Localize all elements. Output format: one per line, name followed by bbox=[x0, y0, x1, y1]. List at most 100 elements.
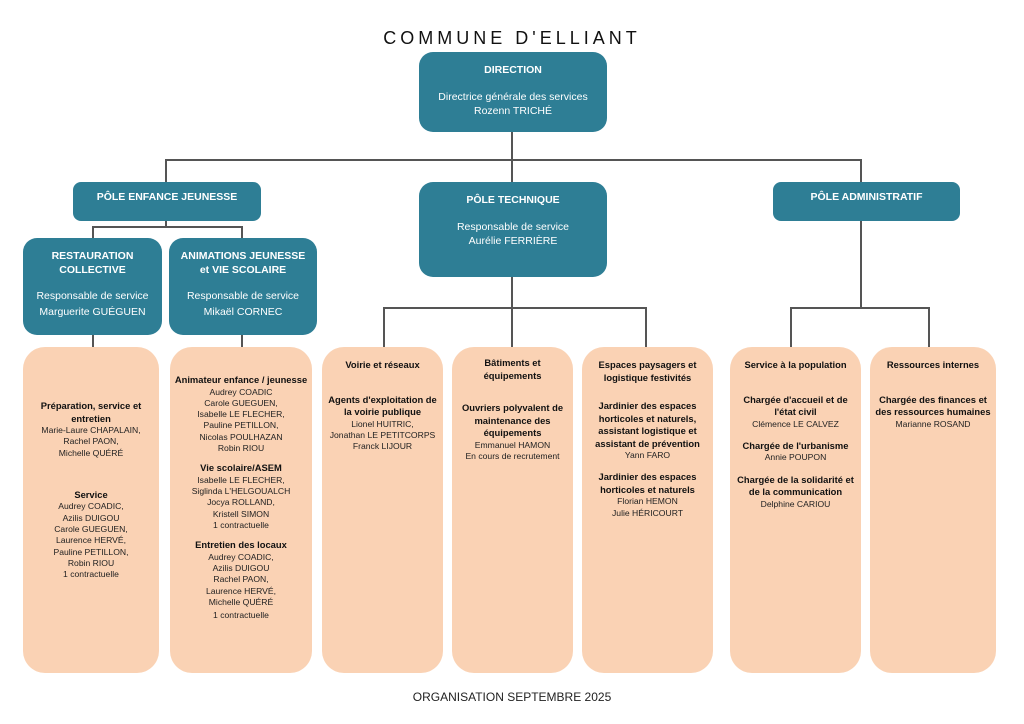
team-role: Chargée des finances et des ressources h… bbox=[875, 393, 991, 418]
team-section: Chargée d'accueil et de l'état civil Clé… bbox=[734, 394, 857, 430]
team-heading: Espaces paysagers et logistique festivit… bbox=[598, 359, 697, 383]
team-batiments: Bâtiments et équipements Ouvriers polyva… bbox=[452, 347, 573, 673]
team-section: Ouvriers polyvalent de maintenance des é… bbox=[456, 402, 569, 462]
member-name: Annie POUPON bbox=[764, 452, 827, 463]
team-section: Préparation, service et entretien Marie-… bbox=[27, 400, 155, 459]
member-name: Azilis DUIGOU bbox=[212, 563, 270, 574]
member-name: Carole GUEGUEN, bbox=[54, 523, 128, 534]
service-manager-name: Mikaël CORNEC bbox=[203, 306, 283, 318]
connector bbox=[241, 334, 243, 347]
direction-box: DIRECTION Directrice générale des servic… bbox=[419, 52, 607, 132]
member-name: Robin RIOU bbox=[67, 557, 115, 568]
member-name: Michelle QUÉRÉ bbox=[58, 447, 124, 458]
team-heading: Ressources internes bbox=[886, 359, 980, 370]
team-heading: Bâtiments et équipements bbox=[483, 357, 542, 381]
team-section: Chargée des finances et des ressources h… bbox=[874, 394, 992, 430]
team-role: Chargée de la solidarité et de la commun… bbox=[737, 473, 854, 498]
pole-manager-name: Aurélie FERRIÈRE bbox=[468, 235, 558, 247]
connector bbox=[511, 276, 513, 307]
team-role: Chargée d'accueil et de l'état civil bbox=[743, 393, 848, 418]
team-section: Jardinier des espaces horticoles et natu… bbox=[586, 400, 709, 461]
member-name: Julie HÉRICOURT bbox=[612, 507, 683, 518]
member-name: Audrey COADIC bbox=[209, 386, 273, 397]
team-role: Service bbox=[74, 488, 108, 500]
member-name: Isabelle LE FLECHER, bbox=[197, 409, 285, 420]
member-name: Clémence LE CALVEZ bbox=[752, 418, 839, 429]
team-section: Agents d'exploitation de la voirie publi… bbox=[326, 394, 439, 453]
team-section: Chargée de l'urbanisme Annie POUPON bbox=[734, 440, 857, 464]
team-role: Jardinier des espaces horticoles et natu… bbox=[595, 400, 700, 449]
member-name: Emmanuel HAMON bbox=[474, 439, 551, 450]
member-name: 1 contractuelle bbox=[213, 519, 269, 530]
service-animations-jeunesse: ANIMATIONS JEUNESSE et VIE SCOLAIRE Resp… bbox=[169, 238, 317, 335]
member-name: Carole GUEGUEN, bbox=[204, 397, 278, 408]
document-footer: ORGANISATION SEPTEMBRE 2025 bbox=[412, 690, 612, 704]
connector bbox=[511, 131, 513, 159]
member-name: Pauline PETILLON, bbox=[203, 420, 279, 431]
member-name: Siglinda L'HELGOUALCH bbox=[191, 486, 291, 497]
connector bbox=[860, 220, 862, 307]
team-role: Préparation, service et entretien bbox=[40, 400, 142, 424]
connector bbox=[92, 226, 94, 238]
connector bbox=[511, 159, 513, 182]
team-section: Jardinier des espaces horticoles et natu… bbox=[586, 471, 709, 519]
team-section: Chargée de la solidarité et de la commun… bbox=[734, 474, 857, 510]
direction-heading: DIRECTION bbox=[484, 64, 542, 76]
team-voirie: Voirie et réseaux Agents d'exploitation … bbox=[322, 347, 443, 673]
connector bbox=[928, 307, 930, 347]
connector bbox=[241, 226, 243, 238]
service-heading: ANIMATIONS JEUNESSE bbox=[180, 250, 306, 262]
service-manager-name: Marguerite GUÉGUEN bbox=[39, 306, 146, 318]
service-heading: COLLECTIVE bbox=[59, 264, 126, 276]
connector bbox=[165, 220, 167, 227]
direction-name: Rozenn TRICHÉ bbox=[473, 105, 552, 117]
service-restauration-collective: RESTAURATION COLLECTIVE Responsable de s… bbox=[23, 238, 162, 335]
member-name: Pauline PETILLON, bbox=[53, 546, 129, 557]
pole-technique: PÔLE TECHNIQUE Responsable de service Au… bbox=[419, 182, 607, 277]
member-name: Laurence HERVÉ, bbox=[55, 535, 127, 546]
team-restauration: Préparation, service et entretien Marie-… bbox=[23, 347, 159, 673]
member-name: Marie-Laure CHAPALAIN, bbox=[41, 425, 141, 435]
team-ressources-internes: Ressources internes Chargée des finances… bbox=[870, 347, 996, 673]
member-name: Delphine CARIOU bbox=[760, 498, 831, 509]
service-role: Responsable de service bbox=[186, 290, 300, 302]
member-name: Lionel HUITRIC, bbox=[351, 418, 414, 429]
member-name: Florian HEMON bbox=[617, 496, 678, 507]
service-heading: RESTAURATION bbox=[51, 250, 134, 262]
pole-role: Responsable de service bbox=[456, 221, 570, 233]
member-name: Jocya ROLLAND, bbox=[207, 497, 275, 508]
member-name: Jonathan LE PETITCORPS bbox=[329, 429, 436, 440]
member-name: Robin RIOU bbox=[217, 442, 265, 453]
team-role: Ouvriers polyvalent de maintenance des é… bbox=[461, 402, 564, 438]
connector bbox=[511, 307, 513, 347]
team-section: Animateur enfance / jeunesse Audrey COAD… bbox=[174, 374, 308, 454]
connector bbox=[92, 226, 242, 228]
team-animations: Animateur enfance / jeunesse Audrey COAD… bbox=[170, 347, 312, 673]
member-name: Franck LIJOUR bbox=[352, 441, 413, 452]
service-role: Responsable de service bbox=[36, 290, 149, 302]
pole-heading: PÔLE ADMINISTRATIF bbox=[810, 191, 923, 203]
member-name: Azilis DUIGOU bbox=[62, 512, 120, 523]
member-name: Rachel PAON, bbox=[213, 574, 269, 585]
connector bbox=[165, 159, 861, 161]
document-title: COMMUNE D'ELLIANT bbox=[383, 28, 641, 48]
member-name: 1 contractuelle bbox=[63, 569, 119, 580]
member-name: 1 contractuelle bbox=[213, 610, 269, 621]
team-section: Service Audrey COADIC, Azilis DUIGOU Car… bbox=[27, 489, 155, 581]
member-name: Nicolas POULHAZAN bbox=[199, 431, 283, 442]
connector bbox=[860, 159, 862, 182]
member-name: Laurence HERVÉ, bbox=[205, 585, 277, 596]
connector bbox=[383, 307, 385, 347]
team-role: Jardinier des espaces horticoles et natu… bbox=[598, 471, 697, 495]
member-name: Yann FARO bbox=[624, 450, 671, 460]
member-name: Michelle QUÉRÉ bbox=[208, 596, 274, 607]
service-heading: et VIE SCOLAIRE bbox=[199, 264, 287, 276]
member-name: Isabelle LE FLECHER, bbox=[197, 474, 285, 485]
member-name: Audrey COADIC, bbox=[58, 501, 124, 512]
member-name: Rachel PAON, bbox=[63, 436, 119, 447]
team-section: Vie scolaire/ASEM Isabelle LE FLECHER, S… bbox=[174, 462, 308, 531]
team-role: Entretien des locaux bbox=[195, 539, 287, 551]
connector bbox=[645, 307, 647, 347]
member-name: Marianne ROSAND bbox=[895, 418, 971, 429]
team-espaces: Espaces paysagers et logistique festivit… bbox=[582, 347, 713, 673]
